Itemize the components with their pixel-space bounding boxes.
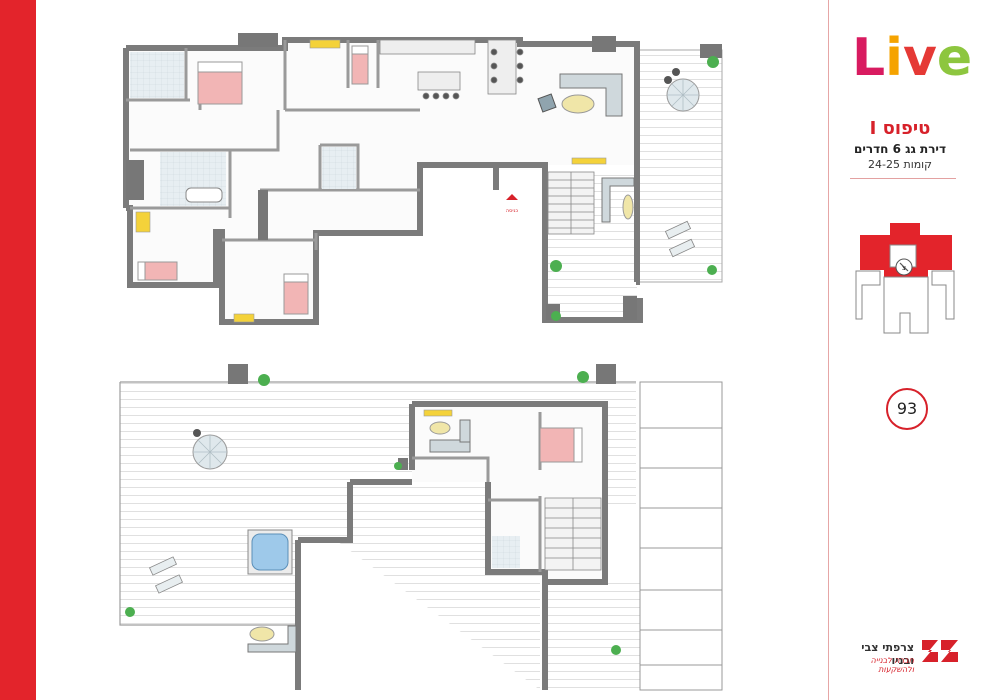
logo-letter: e: [936, 28, 973, 88]
compass-label: צ: [902, 264, 906, 272]
lower-floor-plan: כניסה: [123, 33, 723, 325]
bathtub: [185, 187, 223, 203]
upper-walls: [295, 401, 608, 690]
kitchen: [379, 39, 524, 100]
bathroom-2: [130, 52, 184, 98]
logo-letter: i: [885, 28, 903, 88]
company-logo-mark: [922, 640, 958, 662]
upper-staircase: [544, 497, 602, 571]
floors-label: קומות 24-25: [868, 158, 932, 171]
entrance-arrow: [506, 194, 518, 200]
logo-letter: v: [902, 28, 937, 88]
interior-floor: [126, 40, 637, 322]
page-number: 93: [886, 388, 928, 430]
sidebar-divider: [828, 0, 829, 700]
title-underline: [850, 178, 956, 179]
bed: [283, 273, 309, 315]
company-slogan: חברה לבנייה ולהשקעות: [870, 656, 914, 674]
upper-bathroom: [492, 536, 520, 568]
terrace-corner-sofa: [247, 625, 297, 653]
upper-floor-plan: [119, 364, 723, 691]
pergola: [639, 381, 723, 691]
bed: [137, 261, 178, 281]
upper-sofa: [429, 419, 471, 453]
upper-bed: [539, 427, 583, 463]
guest-toilet: [322, 147, 356, 189]
apartment-type-title: טיפוס I: [869, 118, 931, 139]
company-name: צרפתי צבי ובניו: [861, 641, 914, 667]
staircase: [547, 171, 595, 235]
live-logo: Live: [852, 28, 972, 98]
bed: [351, 45, 369, 85]
bed: [197, 61, 243, 105]
entrance-label: כניסה: [506, 208, 519, 214]
upper-umbrella: [192, 429, 228, 470]
umbrella-table: [664, 68, 700, 112]
sofa-set: [537, 73, 623, 117]
logo-letter: L: [852, 28, 886, 88]
floor-plans: כניסה: [119, 33, 723, 691]
apartment-description: דירת גג 6 חדרים: [853, 142, 947, 156]
lounge-set: [601, 177, 635, 223]
jacuzzi: [247, 529, 293, 575]
outer-walls: [123, 37, 643, 325]
key-plan: צ: [855, 223, 955, 334]
left-red-band: [0, 0, 36, 700]
